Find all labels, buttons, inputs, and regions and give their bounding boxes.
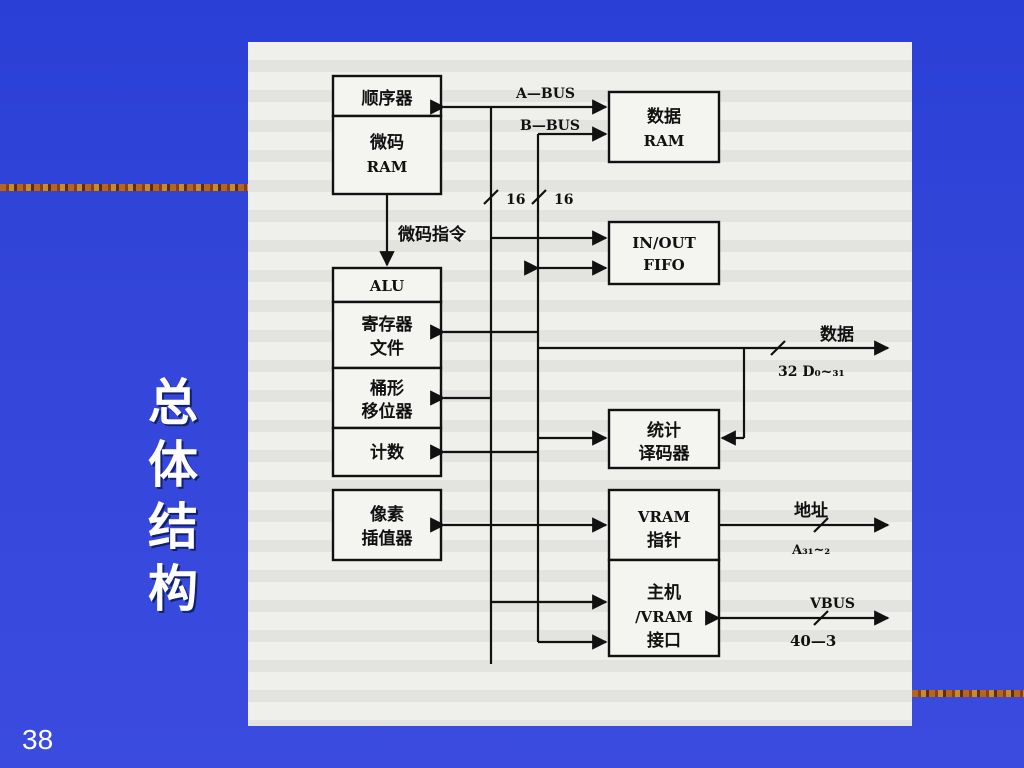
host-vram-label: /VRAM — [635, 608, 693, 626]
barrel-shifter-label: 移位器 — [362, 401, 414, 422]
pixel-interpolator-label: 像素 — [370, 505, 404, 525]
title-char: 体 — [148, 436, 198, 494]
stat-decoder-label: 统计 — [647, 420, 681, 441]
io-fifo-box — [607, 220, 721, 286]
vbus-label: VBUS — [809, 596, 855, 612]
decorative-stripe-right — [912, 690, 1024, 697]
bus-width-slash — [770, 340, 786, 356]
pixel-interpolator-box — [331, 488, 443, 562]
page-number: 38 — [22, 724, 54, 755]
microcode-ram-label: 微码 — [369, 132, 404, 153]
vbus-bits-label: 40—3 — [790, 632, 836, 650]
bus-width-slash — [531, 189, 547, 205]
block-diagram: 顺序器 微码 RAM 微码指令 ALU 寄存器 文件 桶形 移位器 计数 像素 … — [331, 74, 890, 664]
title-char: 结 — [148, 498, 198, 556]
vram-pointer-label: 指针 — [647, 530, 681, 551]
bus-width-label: 16 — [506, 192, 525, 208]
counter-label: 计数 — [370, 442, 405, 463]
microcode-instr-label: 微码指令 — [397, 224, 467, 245]
microcode-ram-label: RAM — [367, 158, 408, 176]
title-char: 构 — [148, 560, 198, 618]
stat-decoder-label: 译码器 — [639, 444, 691, 464]
bus-width-label: 16 — [554, 192, 573, 208]
microcode-ram-box — [331, 114, 443, 196]
scanned-figure: 顺序器 微码 RAM 微码指令 ALU 寄存器 文件 桶形 移位器 计数 像素 … — [248, 42, 912, 726]
host-vram-box — [607, 558, 721, 658]
decorative-stripe-left — [0, 184, 248, 191]
register-file-label: 文件 — [370, 338, 404, 359]
a-bus-label: A—BUS — [515, 86, 575, 102]
sequencer-label: 顺序器 — [362, 88, 414, 109]
host-vram-label: 接口 — [647, 630, 681, 651]
counter-box — [331, 426, 443, 478]
vram-pointer-label: VRAM — [637, 508, 690, 526]
io-fifo-label: FIFO — [643, 256, 684, 274]
data-ram-label: 数据 — [647, 106, 681, 127]
stat-decoder-box — [607, 408, 721, 470]
bus-width-slash — [483, 189, 499, 205]
bus-width-slash — [813, 610, 829, 626]
pixel-interpolator-label: 插值器 — [362, 528, 414, 549]
io-fifo-label: IN/OUT — [632, 234, 696, 252]
alu-label: ALU — [369, 277, 404, 295]
slide-title: 总 体 结 构 — [138, 372, 208, 620]
data-ram-label: RAM — [644, 132, 685, 150]
barrel-shifter-label: 桶形 — [370, 378, 404, 399]
address-bits-label: A₃₁~₂ — [791, 543, 830, 558]
bus-width-slash — [813, 517, 829, 533]
host-vram-label: 主机 — [647, 582, 681, 603]
b-bus-label: B—BUS — [520, 118, 580, 134]
data-ram-box — [607, 90, 721, 164]
register-file-label: 寄存器 — [362, 314, 414, 335]
data-bits-label: 32 D₀~₃₁ — [778, 364, 845, 380]
title-char: 总 — [148, 374, 198, 432]
address-output-label: 地址 — [794, 500, 828, 521]
data-output-label: 数据 — [820, 324, 854, 345]
